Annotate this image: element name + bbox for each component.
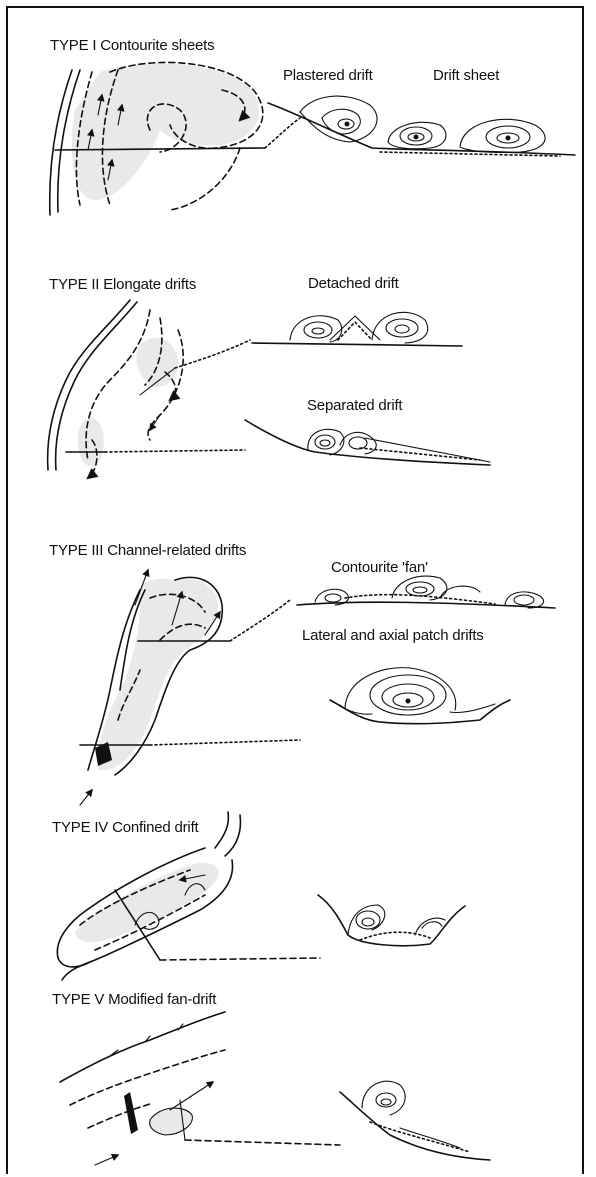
type-1-cross-section <box>268 96 575 156</box>
type-4-cross-section <box>318 895 465 946</box>
type-1-plan-view <box>50 62 300 215</box>
type-3-plan-view <box>80 570 300 805</box>
type-5-cross-section <box>340 1081 490 1160</box>
type-2-cross-sections <box>245 312 490 465</box>
type-4-plan-view <box>57 812 320 980</box>
type-2-plan-view <box>48 300 250 478</box>
type-5-plan-view <box>60 1012 340 1165</box>
type-3-cross-sections <box>297 576 555 724</box>
